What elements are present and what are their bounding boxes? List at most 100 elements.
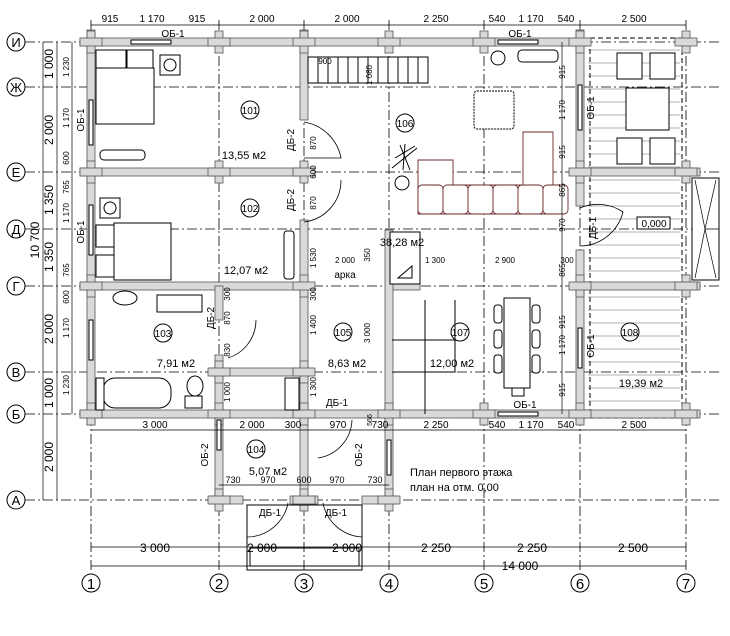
axis-bubble (294, 573, 314, 593)
room-number-circle (395, 113, 415, 133)
wall-post (377, 409, 401, 419)
room-area: 12,07 м2 (224, 265, 268, 277)
window (386, 439, 392, 476)
shelf (95, 377, 105, 411)
wall-post (207, 37, 231, 47)
dimension-label: 2 000 (239, 420, 264, 431)
axis-label: 4 (385, 576, 393, 593)
dimension-label: 1 300 (309, 376, 318, 397)
dimension-label: 1 530 (309, 247, 318, 268)
door-swing (246, 502, 289, 538)
wall-post (568, 167, 592, 177)
room-number: 101 (242, 106, 259, 117)
window-tag: ОБ-2 (200, 443, 211, 467)
dimension-label: 830 (223, 343, 232, 357)
lamp-icon (103, 201, 117, 215)
dimension-label: 2 000 (42, 442, 56, 472)
dimension-label: 970 (330, 420, 347, 431)
dimension-label: 540 (558, 420, 575, 431)
window-tag: ОБ-1 (508, 29, 532, 40)
dimension-label: 1 000 (42, 378, 56, 408)
wall-post (568, 409, 592, 419)
dimension-label: 1 350 (42, 242, 56, 272)
room-number: 105 (335, 328, 352, 339)
plan-subtitle: план на отм. 0,00 (410, 482, 499, 494)
wall-post (79, 281, 103, 291)
axis-label: 7 (682, 576, 690, 593)
dimension-label: 1 000 (223, 381, 232, 402)
wall-post (568, 37, 592, 47)
dimension-label: 915 (102, 14, 119, 25)
room-number: 106 (397, 119, 414, 130)
wall-post (568, 281, 592, 291)
armchair (616, 52, 643, 80)
dimension-label: 600 (62, 290, 71, 304)
window-tag: ОБ-1 (161, 29, 185, 40)
dimension-label: 600 (296, 475, 311, 485)
wall-post (292, 167, 316, 177)
wall-post (674, 37, 698, 47)
door-tag: ДБ-1 (326, 398, 349, 409)
dimension-label: 730 (372, 420, 389, 431)
dimension-label: 970 (558, 218, 567, 232)
door-swing (303, 179, 342, 223)
sofa-cushion (492, 184, 519, 215)
wall-post (292, 281, 316, 291)
total-dimension-label: 14 000 (502, 559, 539, 573)
dimension-label: 765 (62, 263, 71, 277)
dimension-label: 2 000 (42, 115, 56, 145)
dimension-label: 2 250 (421, 541, 451, 555)
room-number: 104 (248, 445, 265, 456)
axis-bubble (6, 490, 26, 510)
axis-label: 3 (300, 576, 308, 593)
dimension-label: 2 250 (423, 420, 448, 431)
bed (113, 222, 172, 281)
dimension-label: 900 (318, 57, 332, 66)
room-area: 8,63 м2 (328, 358, 366, 370)
window-tag: ОБ-1 (586, 334, 597, 358)
plant-icon (394, 175, 410, 191)
chair (493, 354, 503, 374)
window (577, 327, 583, 369)
door-swing (322, 502, 363, 538)
armchair (616, 137, 643, 165)
wall-post (207, 495, 231, 505)
dimension-label: 300 (309, 287, 318, 301)
room-area: 5,07 м2 (249, 466, 287, 478)
dimension-label: 2 000 (247, 541, 277, 555)
dimension-label: 870 (309, 136, 318, 150)
axis-label: Б (12, 407, 21, 422)
plant-icon (490, 50, 506, 66)
room-number-circle (450, 322, 470, 342)
window (88, 99, 94, 146)
dimension-label: 2 250 (423, 14, 448, 25)
room-number-circle (240, 198, 260, 218)
washbasin (112, 290, 138, 306)
coffee-table (625, 87, 670, 131)
dimension-label: 915 (558, 383, 567, 397)
wall (214, 285, 224, 321)
room-area: 19,39 м2 (619, 378, 663, 390)
chair (511, 387, 525, 397)
axis-label: Е (12, 165, 21, 180)
dimension-label: 970 (260, 475, 275, 485)
dimension-label: 540 (489, 14, 506, 25)
room-area: 7,91 м2 (157, 358, 195, 370)
sofa-cushion (417, 184, 444, 215)
window (88, 204, 94, 256)
door-swing (317, 419, 353, 459)
room-number: 108 (622, 328, 639, 339)
window (88, 319, 94, 361)
dimension-label: 3 000 (140, 541, 170, 555)
dimension-label: 600 (62, 151, 71, 165)
room-area: 12,00 м2 (430, 358, 474, 370)
room-area: 38,28 м2 (380, 237, 424, 249)
sofa-cushion (517, 184, 544, 215)
window (577, 84, 583, 131)
wall-post (292, 409, 316, 419)
dimension-label: 566 (367, 414, 374, 426)
axis-bubble (6, 32, 26, 52)
dimension-label: 970 (329, 475, 344, 485)
dimension-label: 1 000 (42, 49, 56, 79)
